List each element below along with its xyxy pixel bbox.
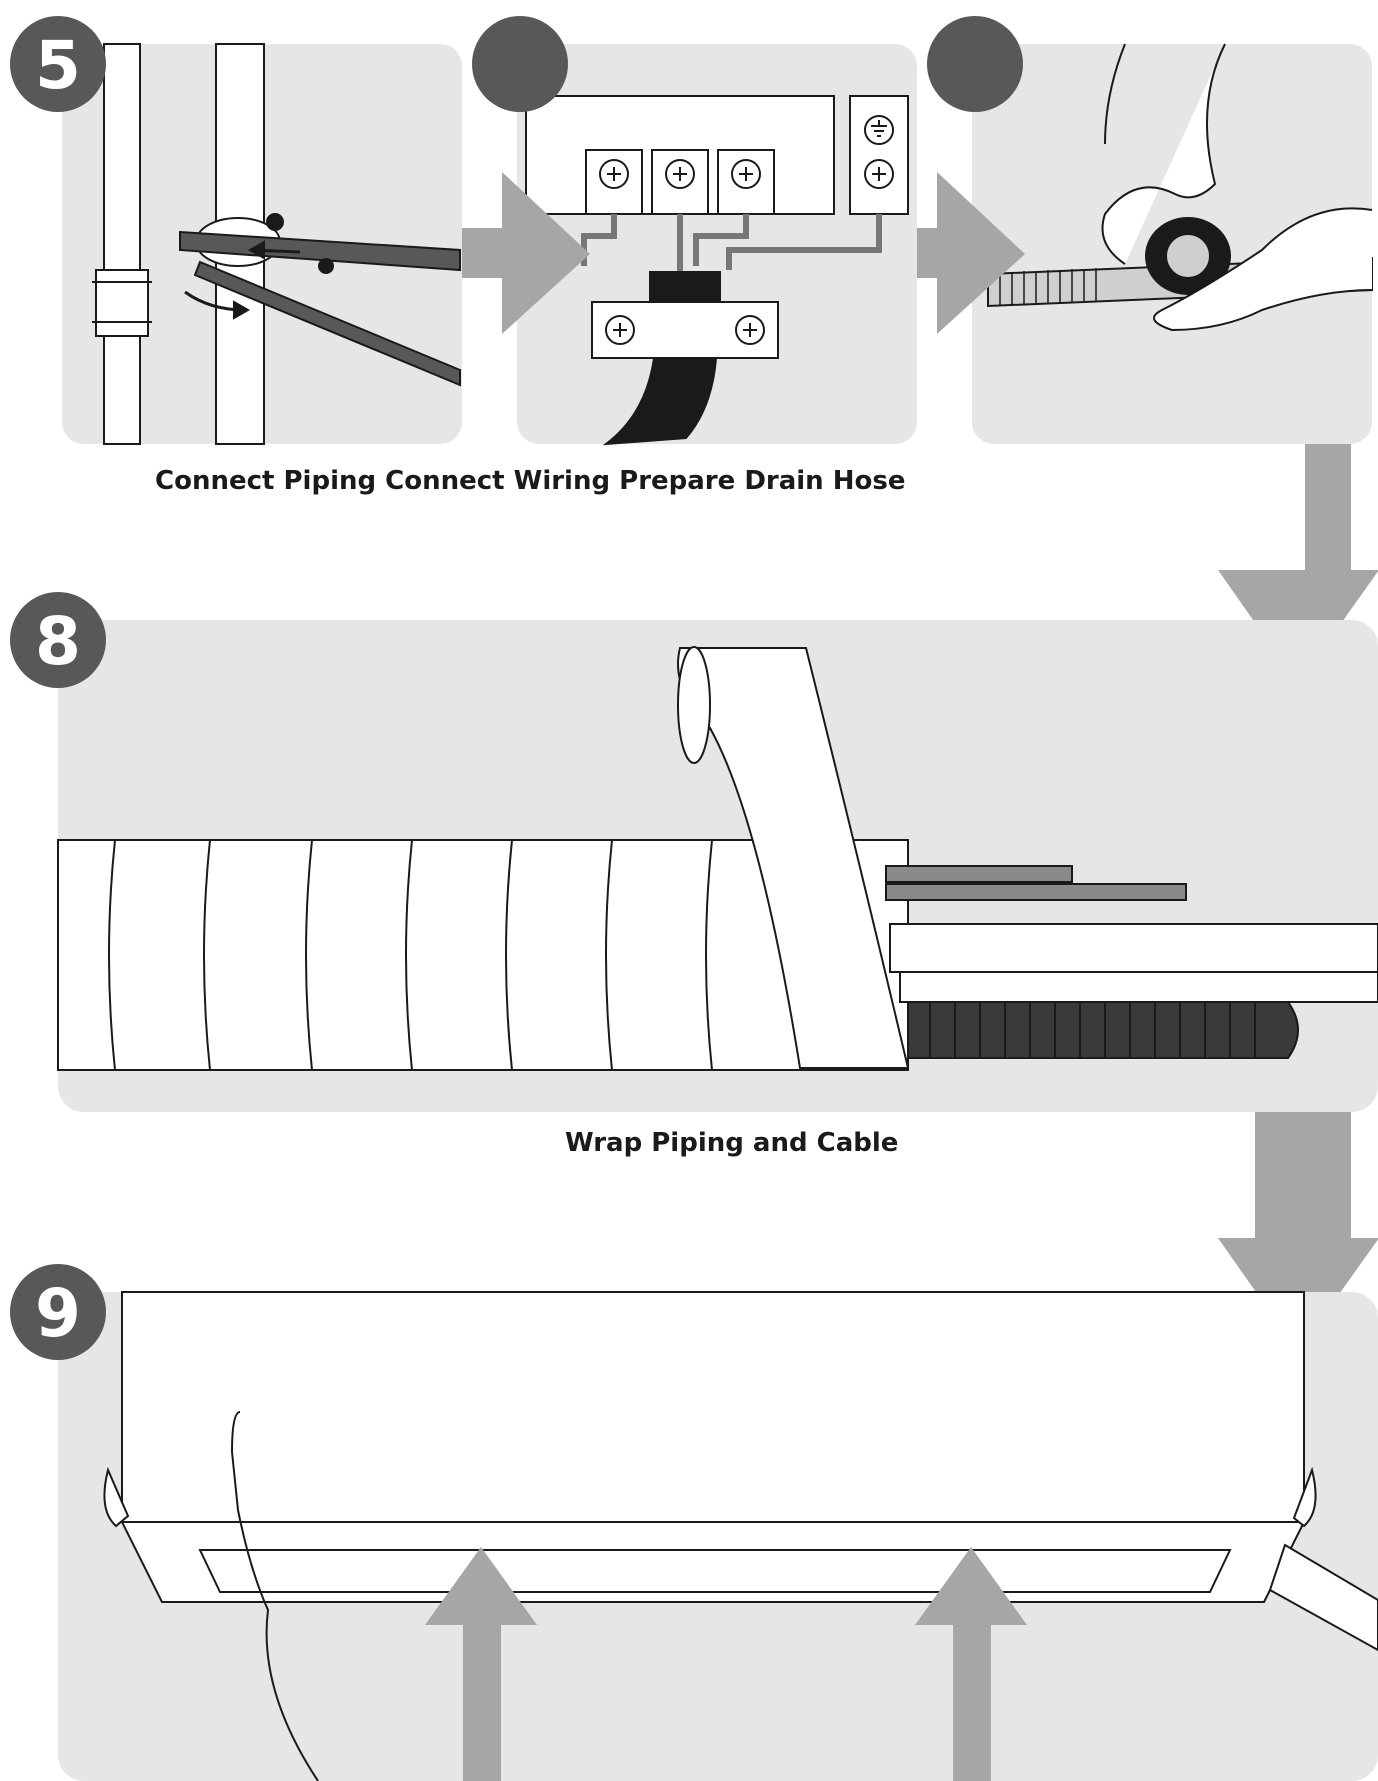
caption-row2: Wrap Piping and Cable [565, 1128, 899, 1158]
step5-number: 5 [35, 27, 81, 104]
arrow-up-2 [915, 1547, 1027, 1781]
arrow-right-1 [462, 172, 590, 334]
wrapped-piping-illustration [57, 646, 1378, 1071]
step5-badge [10, 16, 106, 112]
arrow-right-2 [917, 172, 1025, 334]
step6-badge [472, 16, 568, 112]
step9-number: 9 [35, 1275, 81, 1352]
arrow-up-1 [425, 1547, 537, 1781]
caption-row1: Connect Piping Connect Wiring Prepare Dr… [155, 466, 906, 496]
drain-hose-illustration [987, 43, 1373, 332]
piping-wrench-illustration [92, 43, 461, 445]
terminal-block-illustration [525, 95, 909, 446]
step7-badge [927, 16, 1023, 112]
step9-badge [10, 1264, 106, 1360]
step8-number: 8 [35, 603, 81, 680]
step8-badge [10, 592, 106, 688]
